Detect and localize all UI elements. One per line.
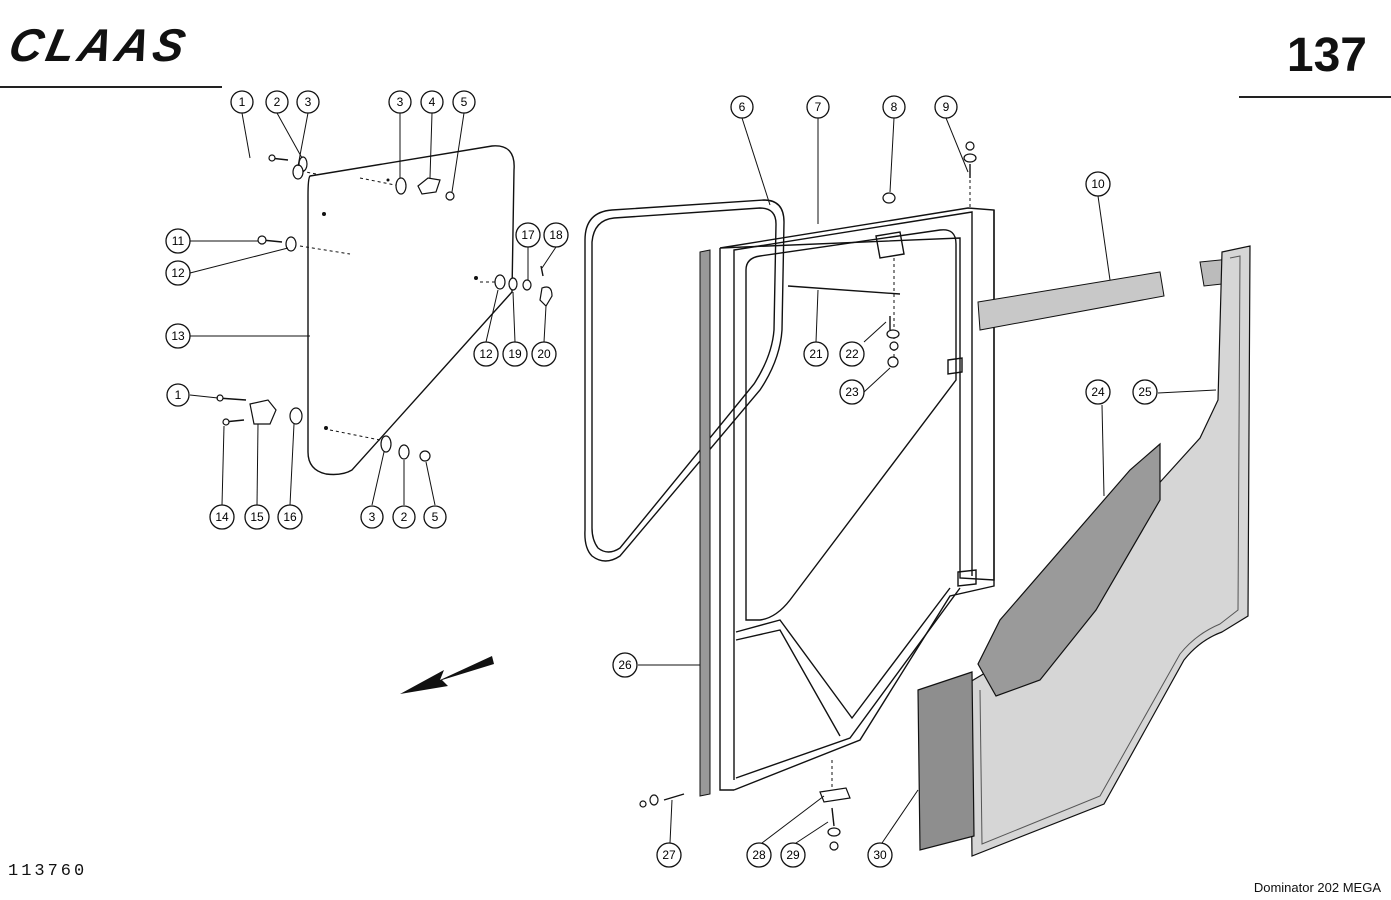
svg-text:19: 19 (508, 347, 522, 361)
callout-28: 28 (746, 842, 772, 868)
callout-5-top: 5 (452, 90, 476, 114)
callout-19: 19 (502, 341, 528, 367)
svg-text:25: 25 (1138, 385, 1152, 399)
callout-3-top-right: 3 (388, 90, 412, 114)
svg-text:23: 23 (845, 385, 859, 399)
svg-text:28: 28 (752, 848, 766, 862)
callout-15: 15 (244, 504, 270, 530)
svg-text:3: 3 (397, 95, 404, 109)
callouts: 1 2 3 3 4 5 6 7 8 9 10 11 12 13 1 12 19 … (165, 90, 1158, 868)
svg-text:9: 9 (943, 100, 950, 114)
svg-text:16: 16 (283, 510, 297, 524)
insulation-panel-middle (977, 442, 1161, 697)
svg-text:2: 2 (401, 510, 408, 524)
insulation-panel-small (917, 671, 975, 851)
callout-5-bottom: 5 (423, 505, 447, 529)
callout-9: 9 (934, 95, 958, 119)
callout-13: 13 (165, 323, 191, 349)
callout-10: 10 (1085, 171, 1111, 197)
model-name: Dominator 202 MEGA (1253, 880, 1381, 895)
svg-text:1: 1 (239, 95, 246, 109)
svg-text:29: 29 (786, 848, 800, 862)
arrow-down-left-icon (400, 656, 494, 694)
callout-3-top-left: 3 (296, 90, 320, 114)
svg-text:5: 5 (432, 510, 439, 524)
leader-lines (189, 112, 1217, 844)
callout-29: 29 (780, 842, 806, 868)
callout-8: 8 (882, 95, 906, 119)
door-seal (584, 199, 785, 562)
header-rule-left (0, 86, 222, 88)
callout-1-top: 1 (230, 90, 254, 114)
side-window-panel (295, 145, 515, 476)
svg-text:1: 1 (175, 388, 182, 402)
frame-strip (699, 249, 711, 797)
callout-18: 18 (543, 222, 569, 248)
svg-text:14: 14 (215, 510, 229, 524)
callout-20: 20 (531, 341, 557, 367)
svg-text:30: 30 (873, 848, 887, 862)
callout-2-top: 2 (265, 90, 289, 114)
callout-11: 11 (165, 228, 191, 254)
svg-text:5: 5 (461, 95, 468, 109)
header-rule-right (1239, 96, 1391, 98)
svg-text:6: 6 (739, 100, 746, 114)
svg-text:15: 15 (250, 510, 264, 524)
svg-text:2: 2 (274, 95, 281, 109)
svg-text:10: 10 (1091, 177, 1105, 191)
callout-6: 6 (730, 95, 754, 119)
top-strip (977, 257, 1241, 331)
svg-text:3: 3 (369, 510, 376, 524)
svg-text:17: 17 (521, 228, 535, 242)
callout-24: 24 (1085, 379, 1111, 405)
svg-text:27: 27 (662, 848, 676, 862)
callout-27: 27 (656, 842, 682, 868)
callout-22: 22 (839, 341, 865, 367)
hardware-left (216, 154, 553, 462)
hardware-center (639, 141, 977, 851)
callout-17: 17 (515, 222, 541, 248)
svg-text:4: 4 (429, 95, 436, 109)
callout-1-lower: 1 (166, 383, 190, 407)
svg-text:12: 12 (479, 347, 493, 361)
callout-16: 16 (277, 504, 303, 530)
callout-21: 21 (803, 341, 829, 367)
svg-text:7: 7 (815, 100, 822, 114)
svg-text:24: 24 (1091, 385, 1105, 399)
callout-26: 26 (612, 652, 638, 678)
callout-4: 4 (420, 90, 444, 114)
callout-2-bottom: 2 (392, 505, 416, 529)
drawing-number: 113760 (8, 862, 88, 881)
door-frame (719, 180, 995, 800)
page-number: 137 (1286, 29, 1367, 82)
svg-text:21: 21 (809, 347, 823, 361)
svg-text:13: 13 (171, 329, 185, 343)
svg-text:8: 8 (891, 100, 898, 114)
callout-3-bottom: 3 (360, 505, 384, 529)
callout-25: 25 (1132, 379, 1158, 405)
svg-text:11: 11 (172, 234, 185, 248)
callout-7: 7 (806, 95, 830, 119)
svg-text:12: 12 (171, 266, 185, 280)
svg-text:3: 3 (305, 95, 312, 109)
callout-12-right: 12 (473, 341, 499, 367)
svg-text:26: 26 (618, 658, 632, 672)
callout-30: 30 (867, 842, 893, 868)
svg-text:18: 18 (549, 228, 563, 242)
callout-14: 14 (209, 504, 235, 530)
callout-12-left: 12 (165, 260, 191, 286)
svg-text:22: 22 (845, 347, 859, 361)
svg-text:20: 20 (537, 347, 551, 361)
callout-23: 23 (839, 379, 865, 405)
